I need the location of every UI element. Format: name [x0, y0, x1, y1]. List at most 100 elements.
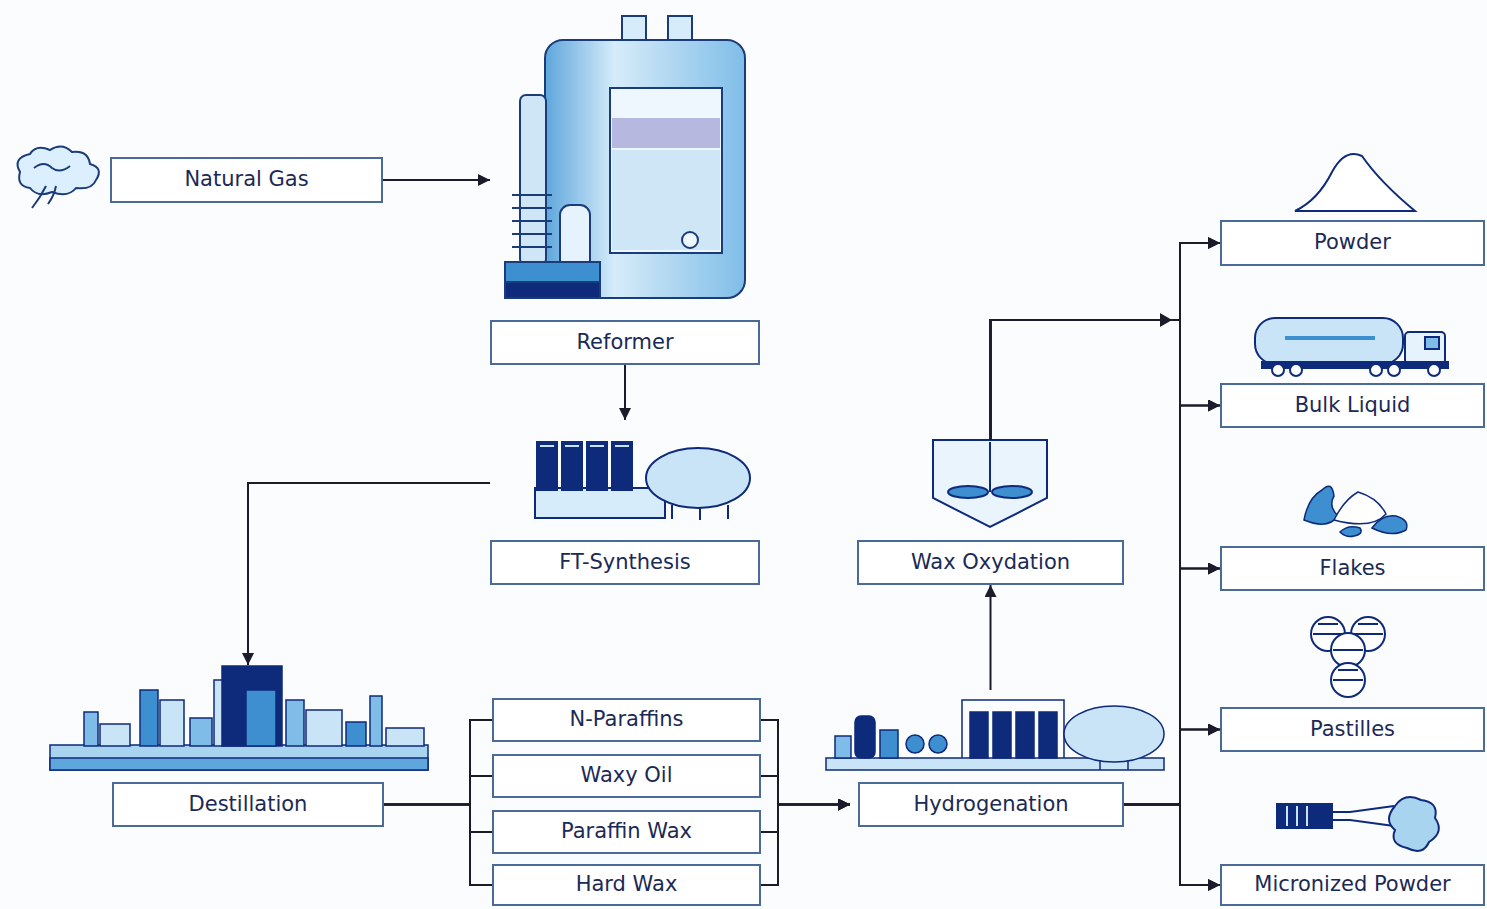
ft-reactor [537, 442, 557, 490]
sprayer-icon [1332, 806, 1394, 826]
connector-arrow [624, 365, 626, 420]
hydrogenation-plant [906, 735, 924, 753]
hydrogenation-plant [1039, 712, 1057, 758]
box-label: Hydrogenation [913, 793, 1068, 816]
node-area: Flakes [1220, 546, 1485, 591]
hydrogenation-plant [1100, 760, 1128, 770]
process-box: FT-Synthesis [490, 540, 760, 585]
destillation-plant [50, 745, 428, 770]
node-area: FT-Synthesis [490, 420, 760, 585]
destillation-plant [160, 700, 184, 746]
process-box: Bulk Liquid [1220, 383, 1485, 428]
node-area: Destillation [112, 665, 384, 827]
connector-arrow [384, 720, 492, 805]
powder-icon [1295, 154, 1415, 211]
gas-cloud-icon [32, 186, 46, 208]
reformer-vessel [520, 95, 546, 265]
truck-icon [1428, 364, 1440, 376]
truck-icon [1405, 332, 1445, 364]
gas-cloud-icon [48, 186, 56, 204]
oxydation-vessel [989, 442, 991, 492]
destillation-plant [50, 666, 428, 770]
ft-reactor [535, 442, 750, 520]
destillation-plant [306, 710, 342, 746]
truck-icon [1370, 364, 1382, 376]
destillation-plant [286, 700, 304, 746]
node-area: Hydrogenation [850, 690, 1124, 827]
oxydation-vessel [948, 486, 988, 498]
truck-icon [1285, 336, 1375, 340]
connector-arrow [383, 179, 490, 181]
oxydation-vessel [992, 486, 1032, 498]
ft-reactor [672, 505, 728, 520]
destillation-plant [140, 690, 158, 746]
hydrogenation-plant [929, 735, 947, 753]
gas-cloud-icon [18, 146, 99, 208]
sprayer-icon [1287, 806, 1307, 826]
node-area: Reformer [490, 10, 760, 365]
box-label: FT-Synthesis [559, 551, 690, 574]
process-box: Natural Gas [110, 157, 383, 203]
box-label: Hard Wax [576, 873, 678, 896]
connector-arrow [761, 720, 850, 805]
process-box: Waxy Oil [492, 754, 761, 798]
flakes-icon [1304, 486, 1338, 524]
node-area: Hard Wax [492, 864, 761, 906]
box-label: Micronized Powder [1254, 873, 1450, 896]
process-box: Paraffin Wax [492, 810, 761, 854]
destillation-plant [386, 728, 424, 746]
sprayer-icon [1389, 797, 1439, 851]
destillation-plant [100, 724, 130, 746]
node-area: Wax Oxydation [857, 440, 1124, 585]
connector-arrow [1124, 406, 1220, 805]
pastilles-icon [1313, 624, 1383, 680]
reformer-vessel [610, 88, 722, 253]
reformer-vessel [682, 232, 698, 248]
destillation-plant [50, 758, 428, 770]
oxydation-vessel [933, 440, 1047, 527]
oxydation-vessel [933, 440, 1047, 527]
sprayer-icon [1277, 804, 1332, 828]
connector-arrow [1124, 730, 1220, 805]
box-label: Paraffin Wax [561, 820, 692, 843]
truck-icon [1255, 318, 1403, 364]
ft-reactor [535, 488, 665, 518]
hydrogenation-plant [855, 716, 875, 758]
box-label: Flakes [1319, 557, 1385, 580]
sprayer-icon [1277, 797, 1439, 851]
node-area: Powder [1220, 220, 1485, 266]
node-area: Paraffin Wax [492, 810, 761, 854]
connector-arrow [248, 483, 490, 665]
reformer-vessel [612, 150, 720, 250]
connector-arrow [761, 805, 850, 833]
box-label: Powder [1314, 231, 1391, 254]
connector-arrow [991, 320, 1221, 569]
node-area: Waxy Oil [492, 754, 761, 798]
ft-reactor [587, 442, 607, 490]
box-label: Wax Oxydation [911, 551, 1070, 574]
box-label: Waxy Oil [580, 764, 672, 787]
destillation-plant [370, 696, 382, 746]
reformer-vessel [512, 195, 552, 247]
gas-cloud-icon [18, 146, 99, 194]
node-area: Pastilles [1220, 707, 1485, 752]
process-box: Micronized Powder [1220, 864, 1485, 906]
box-label: Pastilles [1310, 718, 1395, 741]
flakes-icon [1372, 516, 1407, 534]
connector-arrow [384, 805, 492, 833]
hydrogenation-plant [962, 700, 1064, 758]
process-box: Destillation [112, 782, 384, 827]
connector-arrow [1124, 805, 1220, 886]
box-label: N-Paraffins [570, 708, 684, 731]
reformer-vessel [612, 118, 720, 148]
node-area: N-Paraffins [492, 698, 761, 742]
connector-arrow [761, 776, 850, 805]
node-area: Natural Gas [110, 157, 383, 203]
process-box: Pastilles [1220, 707, 1485, 752]
truck-icon [1272, 364, 1284, 376]
node-area: Micronized Powder [1220, 864, 1485, 906]
flakes-icon [1340, 527, 1361, 537]
connector-arrow [384, 776, 492, 805]
powder-icon [1295, 154, 1415, 211]
hydrogenation-plant [993, 712, 1011, 758]
